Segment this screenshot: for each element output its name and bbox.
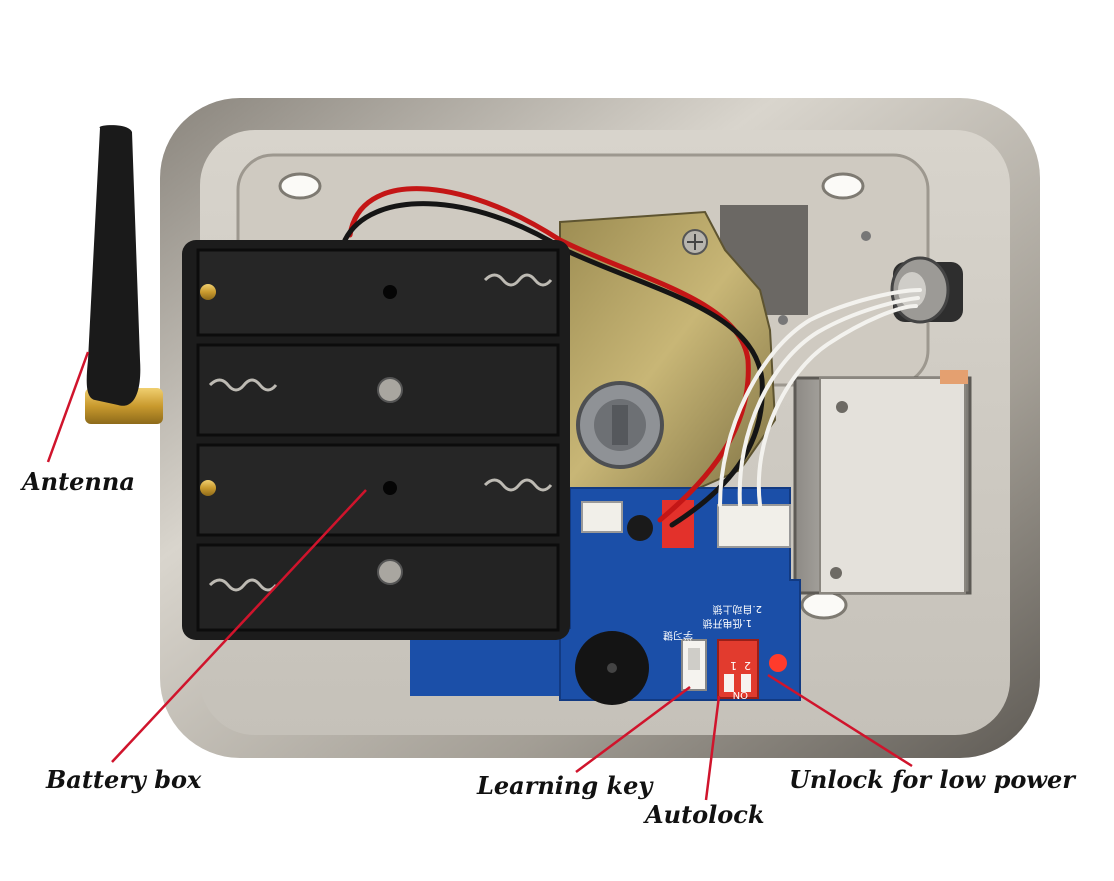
- autolock-callout-line: [704, 695, 721, 801]
- wiring: [342, 186, 922, 528]
- battery-box: [182, 240, 570, 640]
- unlock-low-power-label: Unlock for low power: [789, 765, 1075, 794]
- control-board: 1 2 ON 1.低电开锁 2.自动上锁 学习键: [410, 487, 801, 705]
- battery-box-label: Battery box: [46, 765, 202, 794]
- callout-lines: [46, 351, 913, 801]
- learn-key-silkscreen: 学习键: [663, 629, 693, 642]
- board-legend-1: 1.低电开锁: [702, 617, 752, 630]
- bolt-guide: [793, 370, 972, 595]
- unlock-callout-line: [767, 673, 913, 768]
- battery-callout-line: [111, 489, 367, 763]
- led-indicator: [769, 654, 787, 672]
- learning-callout-line: [575, 685, 691, 774]
- antenna-callout-line: [46, 351, 90, 463]
- learning-key-label: Learning key: [477, 771, 653, 800]
- dip-number-2: 2: [744, 659, 751, 672]
- antenna-label: Antenna: [22, 467, 135, 496]
- dip-number-1: 1: [730, 659, 737, 672]
- board-legend-2: 2.自动上锁: [712, 603, 762, 616]
- dip-on-label: ON: [733, 689, 748, 700]
- antenna: [85, 125, 163, 424]
- key-cylinder: [576, 381, 664, 469]
- autolock-label: Autolock: [645, 800, 765, 829]
